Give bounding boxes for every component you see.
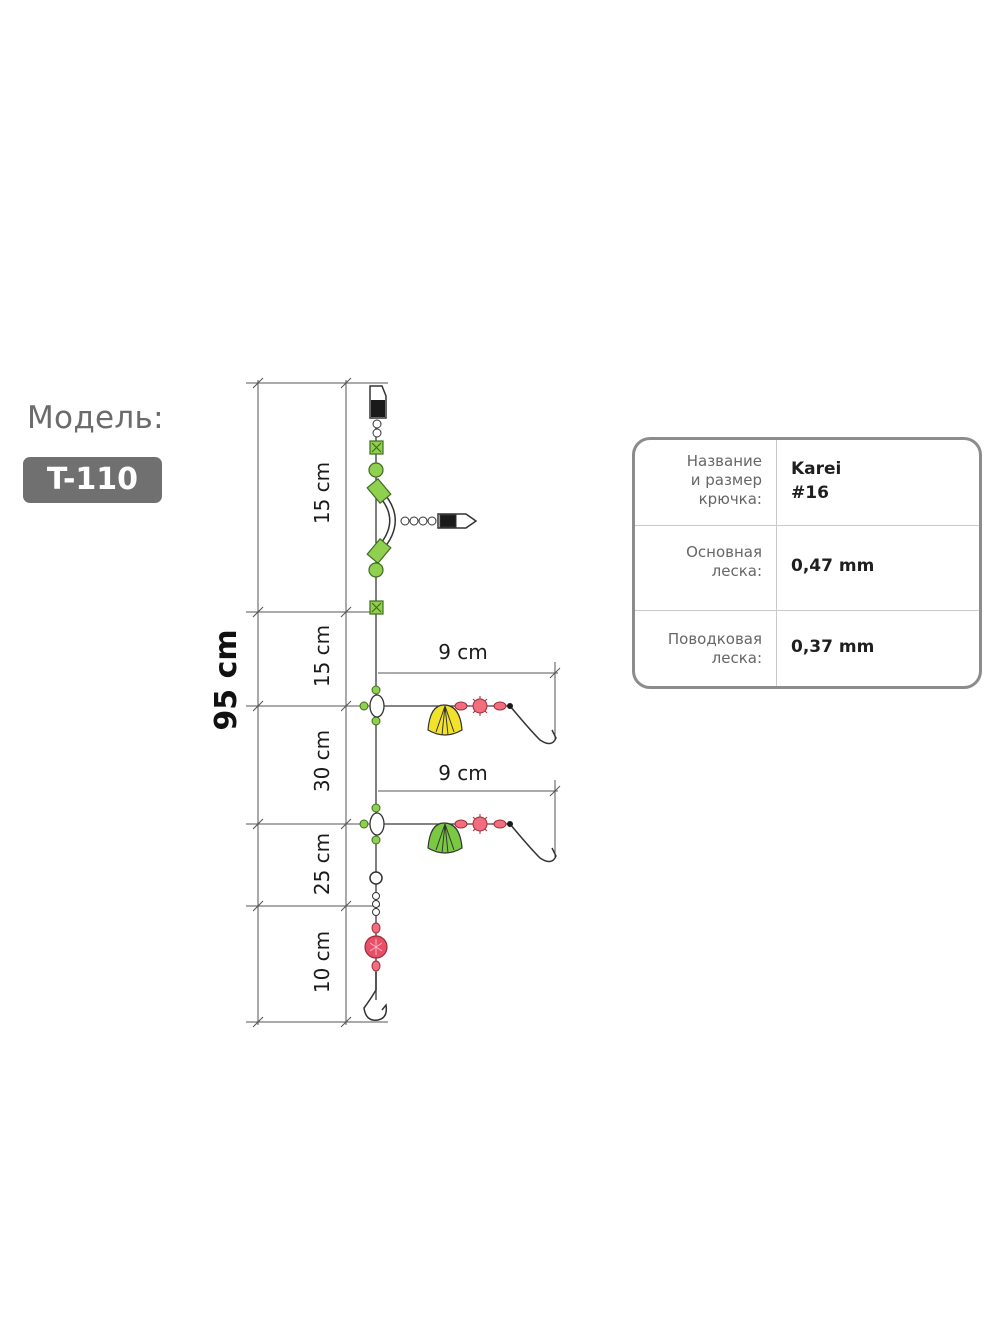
branch-length-label-2: 9 cm: [438, 761, 488, 785]
top-snap-icon: [369, 385, 387, 438]
model-badge: T-110: [23, 457, 162, 503]
side-snap-icon: [400, 513, 478, 529]
branch-2: [359, 803, 557, 863]
green-shell-icon: [427, 822, 463, 854]
spec-row-leader-line: Поводковая леска: 0,37 mm: [635, 610, 979, 686]
spec-row-main-line: Основная леска: 0,47 mm: [635, 525, 979, 611]
dimension-lines: [246, 377, 561, 1028]
curved-boom-icon: [366, 477, 396, 565]
spec-value-main-line: 0,47 mm: [791, 556, 875, 576]
lower-section: [363, 871, 388, 1021]
upper-bead-group: [368, 440, 384, 615]
spec-label-main-line: Основная леска:: [686, 543, 762, 580]
spec-value-hook: Karei #16: [791, 459, 842, 503]
specs-table: Название и размер крючка: Karei #16 Осно…: [632, 437, 982, 689]
segment-label-2: 15 cm: [310, 625, 334, 687]
bottom-hook-icon: [363, 972, 388, 1021]
branch-1: [359, 685, 557, 745]
segment-label-3: 30 cm: [310, 730, 334, 792]
spec-row-hook: Название и размер крючка: Karei #16: [635, 440, 979, 525]
model-label: Модель:: [27, 400, 164, 436]
spec-value-leader-line: 0,37 mm: [791, 637, 875, 657]
spec-label-hook: Название и размер крючка:: [686, 452, 762, 508]
branch-length-label-1: 9 cm: [438, 640, 488, 664]
specs-divider: [776, 440, 777, 686]
segment-label-1: 15 cm: [310, 462, 334, 524]
spec-label-leader-line: Поводковая леска:: [667, 630, 762, 667]
segment-label-4: 25 cm: [310, 833, 334, 895]
red-faceted-bead-icon: [364, 935, 388, 959]
yellow-shell-icon: [427, 704, 463, 736]
segment-label-5: 10 cm: [310, 931, 334, 993]
total-length-label: 95 cm: [209, 629, 244, 730]
